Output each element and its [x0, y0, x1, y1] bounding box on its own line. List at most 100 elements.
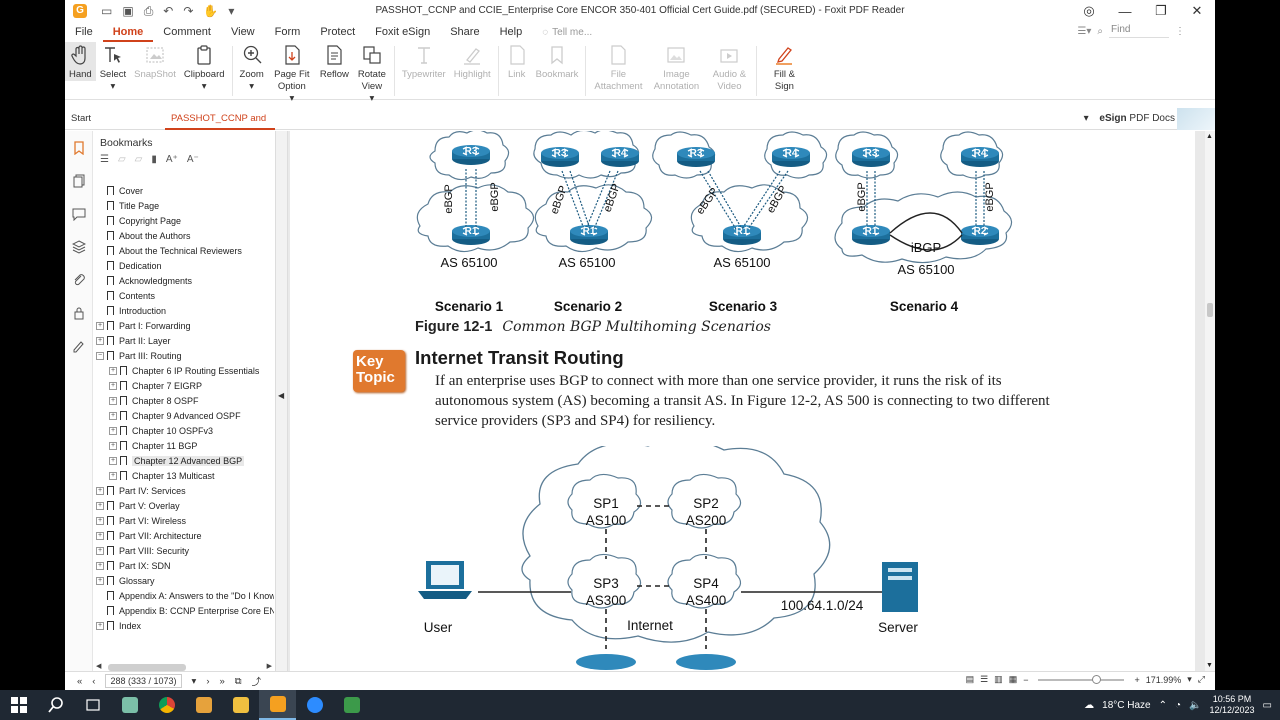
- expand-icon[interactable]: +: [96, 321, 104, 330]
- bookmark-item[interactable]: +Part V: Overlay: [96, 498, 274, 513]
- menu-help[interactable]: Help: [499, 26, 523, 38]
- scroll-right-icon[interactable]: ▶: [266, 663, 272, 670]
- bookmark-item[interactable]: −Part III: Routing: [96, 348, 274, 363]
- clipboard-button[interactable]: Clipboard▾: [180, 42, 229, 93]
- bookmark-item[interactable]: +Chapter 13 Multicast: [96, 468, 274, 483]
- expand-icon[interactable]: +: [96, 576, 104, 585]
- bookmark-item[interactable]: Title Page: [96, 198, 274, 213]
- chrome-app-icon[interactable]: [148, 690, 185, 720]
- menu-share[interactable]: Share: [450, 26, 480, 38]
- continuous-facing-view-icon[interactable]: ▦: [1008, 674, 1018, 684]
- tab-document[interactable]: PASSHOT_CCNP and ... ✕: [165, 108, 275, 146]
- minimize-button[interactable]: —: [1118, 3, 1132, 19]
- volume-icon[interactable]: 🔈: [1189, 699, 1202, 711]
- last-page-icon[interactable]: »: [219, 675, 225, 687]
- expand-icon[interactable]: +: [96, 336, 104, 345]
- windows-start-icon[interactable]: [0, 690, 37, 720]
- bookmark-delete-icon[interactable]: ▱: [134, 154, 143, 165]
- bookmark-add-icon[interactable]: ▱: [117, 154, 126, 165]
- zoom-button[interactable]: Zoom▾: [236, 42, 268, 93]
- expand-icon[interactable]: +: [96, 546, 104, 555]
- close-button[interactable]: ✕: [1191, 3, 1203, 18]
- first-page-icon[interactable]: «: [77, 675, 83, 687]
- weather-icon[interactable]: ☁: [1084, 699, 1095, 711]
- scroll-up-icon[interactable]: ▲: [1206, 133, 1213, 140]
- expand-icon[interactable]: +: [96, 516, 104, 525]
- bookmark-item[interactable]: +Part VI: Wireless: [96, 513, 274, 528]
- zoom-in-icon[interactable]: +: [1134, 674, 1140, 685]
- expand-icon[interactable]: +: [109, 456, 117, 465]
- menu-view[interactable]: View: [230, 26, 255, 38]
- expand-icon[interactable]: +: [109, 441, 117, 450]
- bookmark-item[interactable]: +Glossary: [96, 573, 274, 588]
- comments-panel-icon[interactable]: [65, 197, 93, 230]
- zoom-slider-knob[interactable]: [1092, 674, 1102, 684]
- bookmark-item[interactable]: +Index: [96, 618, 274, 633]
- redo-icon[interactable]: ↷: [183, 3, 194, 18]
- expand-icon[interactable]: +: [96, 561, 104, 570]
- bookmark-item[interactable]: +Part II: Layer: [96, 333, 274, 348]
- text-enlarge-icon[interactable]: A⁺: [165, 154, 178, 165]
- expand-icon[interactable]: +: [96, 621, 104, 630]
- file-explorer-icon[interactable]: [222, 690, 259, 720]
- bookmarks-panel-icon[interactable]: [65, 131, 93, 164]
- link-button[interactable]: Link: [502, 42, 532, 81]
- file-attachment-button[interactable]: File Attachment: [589, 42, 647, 93]
- menu-protect[interactable]: Protect: [320, 26, 356, 38]
- tab-list-dropdown-icon[interactable]: ▾: [1083, 113, 1089, 124]
- undo-icon[interactable]: ↶: [163, 3, 174, 18]
- reflow-button[interactable]: Reflow: [316, 42, 353, 81]
- bookmark-item[interactable]: +Part VIII: Security: [96, 543, 274, 558]
- search-options-icon[interactable]: ☰▾: [1077, 25, 1092, 37]
- scroll-thumb[interactable]: [1207, 303, 1213, 317]
- document-vertical-scrollbar[interactable]: ▲ ▼: [1205, 131, 1215, 671]
- print-icon[interactable]: ⎙: [143, 3, 154, 18]
- weather-text[interactable]: 18°C Haze: [1102, 699, 1151, 711]
- expand-icon[interactable]: +: [96, 486, 104, 495]
- panel-collapse-handle[interactable]: ◀: [276, 131, 288, 676]
- bookmark-item[interactable]: +Chapter 8 OSPF: [96, 393, 274, 408]
- find-box[interactable]: ☰▾ ⌕ Find ⋮: [1077, 24, 1185, 38]
- page-dropdown-icon[interactable]: ▾: [191, 675, 197, 687]
- bookmark-options-icon[interactable]: ☰: [100, 154, 109, 165]
- bookmark-item[interactable]: Copyright Page: [96, 213, 274, 228]
- menu-file[interactable]: File: [75, 26, 93, 38]
- esign-pdf-docs-link[interactable]: ▾ eSign PDF Docs: [1083, 113, 1175, 124]
- previous-view-icon[interactable]: ⧉: [234, 675, 242, 687]
- text-shrink-icon[interactable]: A⁻: [186, 154, 199, 165]
- attachments-panel-icon[interactable]: [65, 263, 93, 296]
- expand-icon[interactable]: +: [109, 366, 117, 375]
- chatgpt-app-icon[interactable]: [111, 690, 148, 720]
- bookmark-item[interactable]: About the Authors: [96, 228, 274, 243]
- collapse-icon[interactable]: −: [96, 351, 104, 360]
- typewriter-button[interactable]: Typewriter: [398, 42, 450, 81]
- zoom-level[interactable]: 171.99%: [1145, 674, 1182, 685]
- previous-page-icon[interactable]: ‹: [92, 675, 96, 687]
- security-panel-icon[interactable]: [65, 296, 93, 329]
- hand-tool-icon[interactable]: ✋: [203, 3, 219, 18]
- fullscreen-icon[interactable]: ⤢: [1197, 674, 1205, 684]
- bookmark-item[interactable]: About the Technical Reviewers: [96, 243, 274, 258]
- page-number-input[interactable]: 288 (333 / 1073): [105, 674, 182, 688]
- bookmark-item[interactable]: Acknowledgments: [96, 273, 274, 288]
- bookmark-item[interactable]: +Part I: Forwarding: [96, 318, 274, 333]
- snapshot-button[interactable]: SnapShot: [130, 42, 180, 81]
- notepad-app-icon[interactable]: [333, 690, 370, 720]
- bookmark-expand-icon[interactable]: ▮: [151, 154, 157, 165]
- bookmark-item[interactable]: Contents: [96, 288, 274, 303]
- customize-dropdown-icon[interactable]: ▾: [228, 3, 235, 18]
- signatures-panel-icon[interactable]: [65, 329, 93, 362]
- bookmark-item[interactable]: +Part IX: SDN: [96, 558, 274, 573]
- zoom-dropdown-icon[interactable]: ▾: [1187, 674, 1192, 684]
- document-viewport[interactable]: R3 R1 R3 R4 R1 R3 R4 R1 R3 R4 R1 R2 AS 6…: [288, 131, 1205, 671]
- open-folder-icon[interactable]: ▭: [101, 3, 113, 18]
- zoom-app-icon[interactable]: [296, 690, 333, 720]
- bookmark-item[interactable]: Dedication: [96, 258, 274, 273]
- scroll-down-icon[interactable]: ▼: [1206, 662, 1213, 669]
- next-view-icon[interactable]: ⤴: [251, 677, 262, 688]
- tell-me-box[interactable]: ◌ Tell me...: [542, 27, 592, 38]
- bookmark-item[interactable]: +Chapter 11 BGP: [96, 438, 274, 453]
- network-icon[interactable]: ◔: [1175, 699, 1182, 711]
- single-page-view-icon[interactable]: ▤: [965, 674, 975, 684]
- page-fit-option-button[interactable]: Page Fit Option▾: [268, 42, 316, 105]
